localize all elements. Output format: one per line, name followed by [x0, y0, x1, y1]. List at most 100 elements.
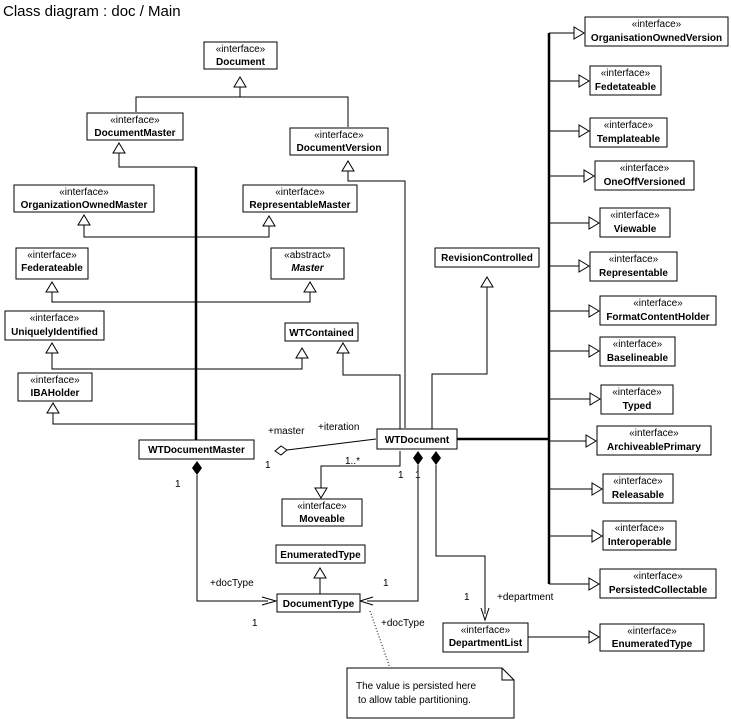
generalization-arrow: [588, 577, 600, 591]
master-class: «abstract» Master: [270, 247, 345, 280]
generalization-arrow: [588, 216, 600, 230]
class-name: Templateable: [597, 134, 661, 145]
representable-class: «interface» Representable: [589, 251, 678, 282]
generalization-arrow: [112, 142, 126, 154]
format-content-holder-class: «interface» FormatContentHolder: [599, 295, 717, 326]
generalization-line: [51, 292, 311, 303]
doctype-composition: [196, 475, 268, 602]
generalization-arrow: [313, 567, 327, 579]
class-name: WTDocument: [385, 435, 450, 446]
organisation-owned-version-class: «interface» OrganisationOwnedVersion: [584, 16, 729, 47]
generalization-arrow: [341, 160, 355, 172]
generalization-line: [52, 413, 196, 425]
generalization-line: [135, 96, 349, 127]
stereotype: «interface»: [613, 339, 663, 350]
class-name: PersistedCollectable: [609, 585, 708, 596]
note-line: to allow table partitioning.: [358, 695, 471, 706]
class-name: OneOffVersioned: [604, 177, 686, 188]
stereotype: «interface»: [610, 210, 660, 221]
generalization-arrow: [585, 434, 597, 448]
stereotype: «interface»: [613, 476, 663, 487]
association-labels: +master +iteration 1 1 1..* 1 1 +docType…: [175, 422, 554, 629]
role-label: +master: [268, 426, 305, 437]
class-name: Viewable: [614, 224, 657, 235]
stereotype: «interface»: [30, 313, 80, 324]
organization-owned-master-class: «interface» OrganizationOwnedMaster: [13, 184, 155, 213]
class-name: ArchiveablePrimary: [607, 442, 701, 453]
generalization-line: [196, 226, 270, 238]
multiplicity-label: 1: [265, 460, 271, 471]
document-master-class: «interface» DocumentMaster: [86, 112, 184, 141]
class-name: OrganizationOwnedMaster: [21, 200, 148, 211]
enumerated-type-interface-class: «interface» EnumeratedType: [599, 623, 705, 652]
class-name: Releasable: [612, 490, 665, 501]
class-name: Document: [216, 57, 266, 68]
class-name: WTContained: [289, 328, 353, 339]
class-name: EnumeratedType: [612, 639, 693, 650]
class-name: DocumentMaster: [94, 128, 175, 139]
templateable-class: «interface» Templateable: [589, 117, 668, 148]
class-name: Interoperable: [608, 537, 672, 548]
aggregation-diamond: [274, 445, 288, 456]
class-name: Typed: [623, 401, 652, 412]
enumerated-type-class: EnumeratedType: [275, 544, 366, 564]
generalization-arrow: [233, 76, 247, 88]
generalization-arrow: [591, 482, 603, 496]
stereotype: «interface»: [629, 428, 679, 439]
department-list-class: «interface» DepartmentList: [442, 622, 529, 653]
generalization-line: [83, 225, 196, 238]
wt-document-master-class: WTDocumentMaster: [138, 439, 255, 460]
generalization-arrow: [578, 74, 590, 88]
generalization-arrow: [336, 342, 350, 354]
stereotype: «interface»: [627, 626, 677, 637]
generalization-arrow: [45, 281, 59, 293]
generalization-arrow: [46, 402, 60, 414]
interface-branches: [549, 26, 603, 591]
iba-holder-class: «interface» IBAHolder: [17, 372, 93, 402]
master-iteration-association: [286, 438, 377, 451]
generalization-arrow: [295, 347, 309, 359]
uniquely-identified-class: «interface» UniquelyIdentified: [4, 310, 105, 341]
stereotype: «interface»: [59, 187, 109, 198]
generalization-arrow: [573, 26, 585, 40]
archiveable-primary-class: «interface» ArchiveablePrimary: [596, 425, 712, 456]
class-name: EnumeratedType: [280, 550, 361, 561]
generalization-arrow: [588, 344, 600, 358]
generalization-line: [342, 353, 401, 430]
revision-controlled-class: RevisionControlled: [434, 247, 540, 268]
composition-diamond: [431, 451, 441, 465]
multiplicity-label: 1: [252, 618, 258, 629]
document-class: «interface» Document: [203, 41, 278, 70]
generalization-arrow: [314, 487, 328, 499]
stereotype: «interface»: [275, 187, 325, 198]
composition-diamond: [192, 461, 202, 475]
generalization-line: [118, 153, 196, 168]
document-type-class: DocumentType: [276, 593, 361, 613]
stereotype: «interface»: [110, 115, 160, 126]
generalization-arrow: [591, 529, 603, 543]
class-name: RepresentableMaster: [249, 200, 350, 211]
generalization-arrow: [578, 124, 590, 138]
baselineable-class: «interface» Baselineable: [599, 336, 676, 367]
class-name: Moveable: [299, 514, 345, 525]
stereotype: «interface»: [632, 19, 682, 30]
generalization-arrow: [588, 304, 600, 318]
class-name: Baselineable: [607, 353, 669, 364]
connectors: [45, 26, 603, 669]
stereotype: «interface»: [615, 523, 665, 534]
generalization-line: [431, 287, 488, 430]
generalization-arrow: [303, 281, 317, 293]
persisted-collectable-class: «interface» PersistedCollectable: [599, 568, 717, 599]
class-name: OrganisationOwnedVersion: [591, 33, 722, 44]
class-name: RevisionControlled: [441, 253, 533, 264]
representable-master-class: «interface» RepresentableMaster: [242, 184, 358, 213]
stereotype: «interface»: [633, 298, 683, 309]
generalization-line: [347, 171, 406, 428]
role-label: +iteration: [318, 422, 359, 433]
stereotype: «interface»: [633, 571, 683, 582]
class-name: DocumentType: [283, 599, 355, 610]
generalization-arrow: [480, 276, 494, 288]
note-shape: [346, 667, 515, 719]
fedetateable-class: «interface» Fedetateable: [589, 65, 662, 96]
